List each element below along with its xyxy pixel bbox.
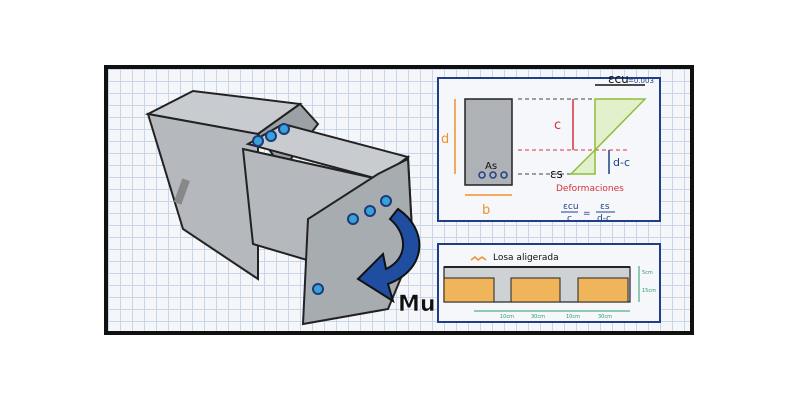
equation-left-numerator: εcu [563, 202, 579, 212]
c-label: c [554, 118, 561, 133]
dim-side: 15cm [642, 288, 656, 294]
eps-cu-label: εcu [608, 72, 629, 86]
strain-diagram-panel: As d b εcu =0.003 c d-c εs Deformaciones… [437, 72, 661, 224]
deformaciones-caption: Deformaciones [556, 184, 624, 194]
moment-arrow-icon [356, 207, 421, 304]
as-label: As [485, 161, 497, 172]
eps-s-label: εs [550, 167, 563, 181]
moment-label: Mu [398, 292, 436, 317]
equation-left-denominator: c [567, 214, 572, 224]
d-label: d [441, 132, 449, 147]
pointer-squiggle-icon [470, 256, 487, 261]
dim-brick-2: 30cm [598, 314, 612, 320]
d-minus-c-label: d-c [613, 156, 630, 169]
b-label: b [482, 203, 490, 218]
equation-right-numerator: εs [600, 202, 610, 212]
equation-right-denominator: d-c [597, 214, 611, 224]
dim-rib-2: 10cm [566, 314, 580, 320]
illustration-frame: Mu As d b εcu =0.003 c d-c εs Deformacio… [104, 65, 694, 335]
dim-rib-1: 10cm [500, 314, 514, 320]
slab-title: Losa aligerada [493, 253, 559, 263]
illustration: Mu As d b εcu =0.003 c d-c εs Deformacio… [144, 72, 661, 326]
dim-top: 5cm [642, 270, 653, 276]
slab-panel: Losa aligerada 5cm 15cm 10cm 30cm 10cm 3… [437, 243, 661, 323]
equation-equals: = [583, 209, 591, 219]
dim-brick-1: 30cm [531, 314, 545, 320]
eps-cu-value: =0.003 [628, 77, 654, 85]
hollow-bricks [443, 277, 629, 303]
